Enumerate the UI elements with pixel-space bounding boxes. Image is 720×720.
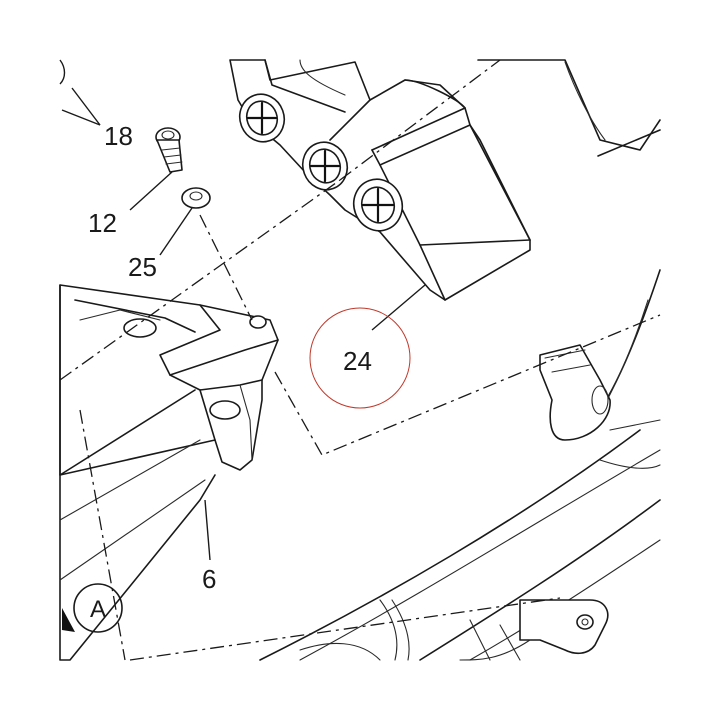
assembly-lines	[59, 59, 661, 661]
socket-left	[238, 93, 286, 143]
highlight-circle	[309, 307, 411, 409]
leader-lines	[59, 59, 426, 561]
bracket-6	[59, 284, 279, 661]
connector-housing-24	[229, 59, 531, 301]
reference-marker-label: A	[90, 596, 106, 623]
callout-12: 12	[88, 208, 117, 238]
bolt-12	[155, 127, 183, 173]
reference-arrow-icon	[62, 608, 75, 632]
callout-6: 6	[202, 564, 216, 594]
socket-right	[352, 178, 404, 232]
washer-25	[181, 187, 211, 209]
reference-marker-a: A	[62, 583, 123, 633]
socket-middle	[301, 141, 349, 191]
callout-18: 18	[104, 121, 133, 151]
callout-24: 24	[343, 346, 372, 376]
callout-25: 25	[128, 252, 157, 282]
